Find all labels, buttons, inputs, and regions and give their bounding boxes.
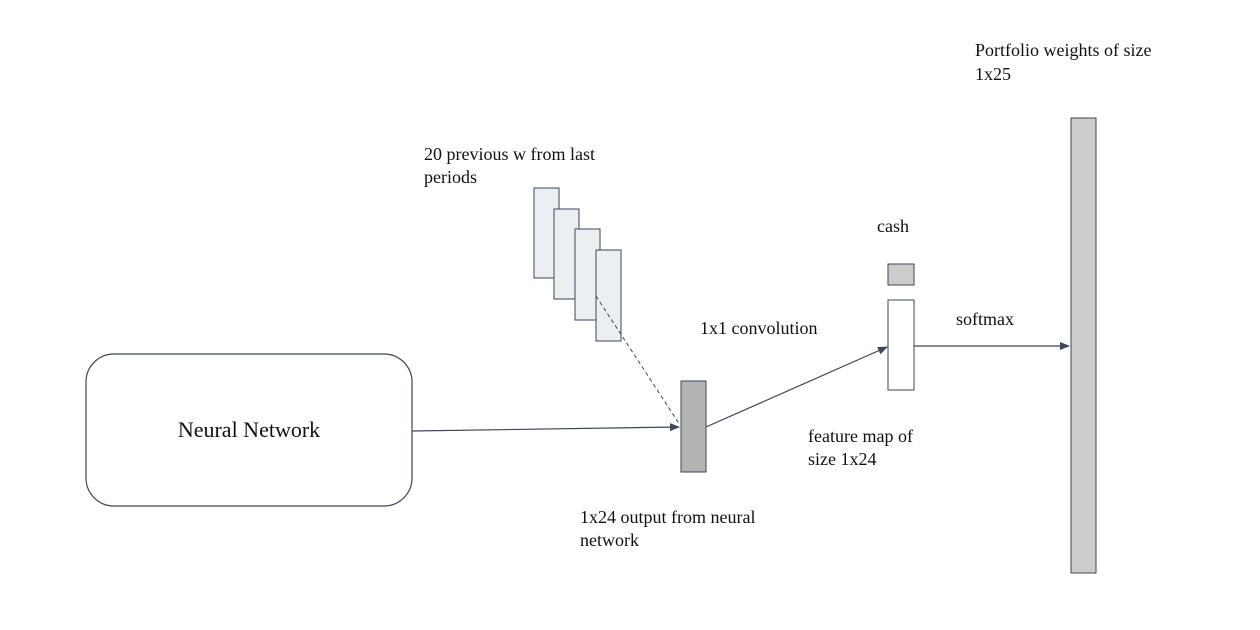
previous-w-stack [533,187,622,342]
output-label-line-1: 1x24 output from neural [580,507,756,527]
previous-w-sheet-4 [595,249,622,342]
output-block [680,380,707,473]
nn-to-output-arrow [411,423,680,432]
previous-w-connector [595,295,681,426]
output-label-line-2: network [580,530,639,550]
portfolio-weights-bar [1070,117,1097,574]
cash-block [887,263,915,286]
previous-w-label-line-1: 20 previous w from last [424,144,595,164]
portfolio-weights-label-line-2: 1x25 [975,64,1011,84]
convolution-label: 1x1 convolution [700,318,818,338]
neural-network-label: Neural Network [177,417,321,442]
portfolio-weights-label-line-1: Portfolio weights of size [975,40,1152,60]
feature-map-label-line-2: size 1x24 [808,449,877,469]
neural-network-box [85,353,413,507]
cash-label: cash [877,216,909,236]
convolution-arrow [705,346,888,428]
previous-w-label-line-2: periods [424,167,477,187]
feature-map-block [887,299,915,391]
feature-map-label-line-1: feature map of [808,426,913,446]
softmax-label: softmax [956,309,1014,329]
